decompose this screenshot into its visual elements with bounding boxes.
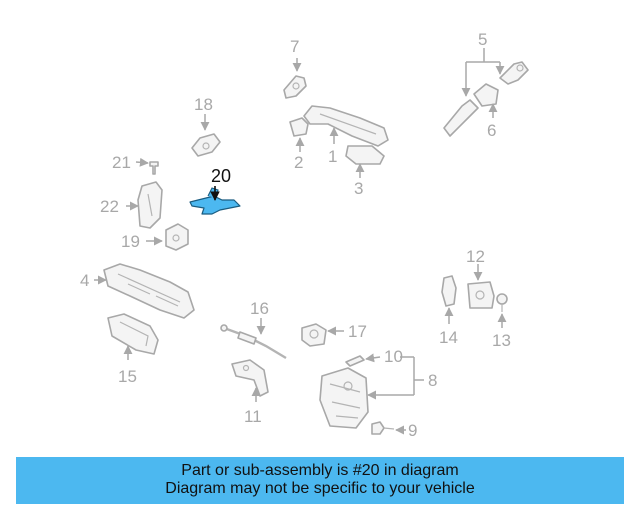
callout-19: 19 bbox=[121, 232, 140, 251]
part-9: 9 bbox=[371, 421, 417, 440]
callout-21: 21 bbox=[112, 153, 131, 172]
part-14: 14 bbox=[439, 275, 458, 347]
callout-13: 13 bbox=[492, 331, 511, 350]
part-17: 17 bbox=[301, 322, 367, 347]
part-4: 4 bbox=[80, 263, 195, 319]
callout-2: 2 bbox=[294, 153, 303, 172]
part-5-6: 5 6 bbox=[443, 30, 529, 140]
callout-7: 7 bbox=[290, 37, 299, 56]
part-7: 7 bbox=[283, 37, 307, 99]
banner-line-1: Part or sub-assembly is #20 in diagram bbox=[181, 462, 459, 479]
callout-3: 3 bbox=[354, 179, 363, 198]
part-10: 10 bbox=[345, 347, 403, 367]
part-3: 3 bbox=[345, 145, 385, 198]
callout-6: 6 bbox=[487, 121, 496, 140]
callout-16: 16 bbox=[250, 299, 269, 318]
part-1: 1 bbox=[303, 105, 389, 166]
banner-line-2: Diagram may not be specific to your vehi… bbox=[165, 480, 475, 497]
callout-4: 4 bbox=[80, 271, 89, 290]
part-19: 19 bbox=[121, 223, 189, 251]
callout-1: 1 bbox=[328, 147, 337, 166]
callout-22: 22 bbox=[100, 197, 119, 216]
part-13: 13 bbox=[492, 293, 511, 350]
part-20: 20 bbox=[189, 166, 241, 215]
callout-5: 5 bbox=[478, 30, 487, 49]
part-11: 11 bbox=[231, 359, 269, 426]
part-18: 18 bbox=[191, 95, 221, 157]
callout-10: 10 bbox=[384, 347, 403, 366]
callout-8: 8 bbox=[428, 371, 437, 390]
part-8: 8 bbox=[319, 356, 437, 429]
callout-14: 14 bbox=[439, 328, 458, 347]
info-banner: Part or sub-assembly is #20 in diagram D… bbox=[16, 457, 624, 504]
callout-17: 17 bbox=[348, 322, 367, 341]
callout-12: 12 bbox=[466, 247, 485, 266]
part-15: 15 bbox=[107, 313, 159, 386]
part-21: 21 bbox=[112, 153, 159, 175]
callout-20: 20 bbox=[211, 166, 231, 186]
callout-15: 15 bbox=[118, 367, 137, 386]
part-16: 16 bbox=[220, 299, 287, 360]
part-2: 2 bbox=[289, 117, 309, 172]
callout-11: 11 bbox=[244, 407, 262, 426]
callout-18: 18 bbox=[194, 95, 213, 114]
callout-9: 9 bbox=[408, 421, 417, 440]
part-12: 12 bbox=[466, 247, 495, 309]
part-22: 22 bbox=[100, 181, 163, 229]
parts-diagram: 7 5 6 18 1 2 3 bbox=[80, 30, 529, 440]
